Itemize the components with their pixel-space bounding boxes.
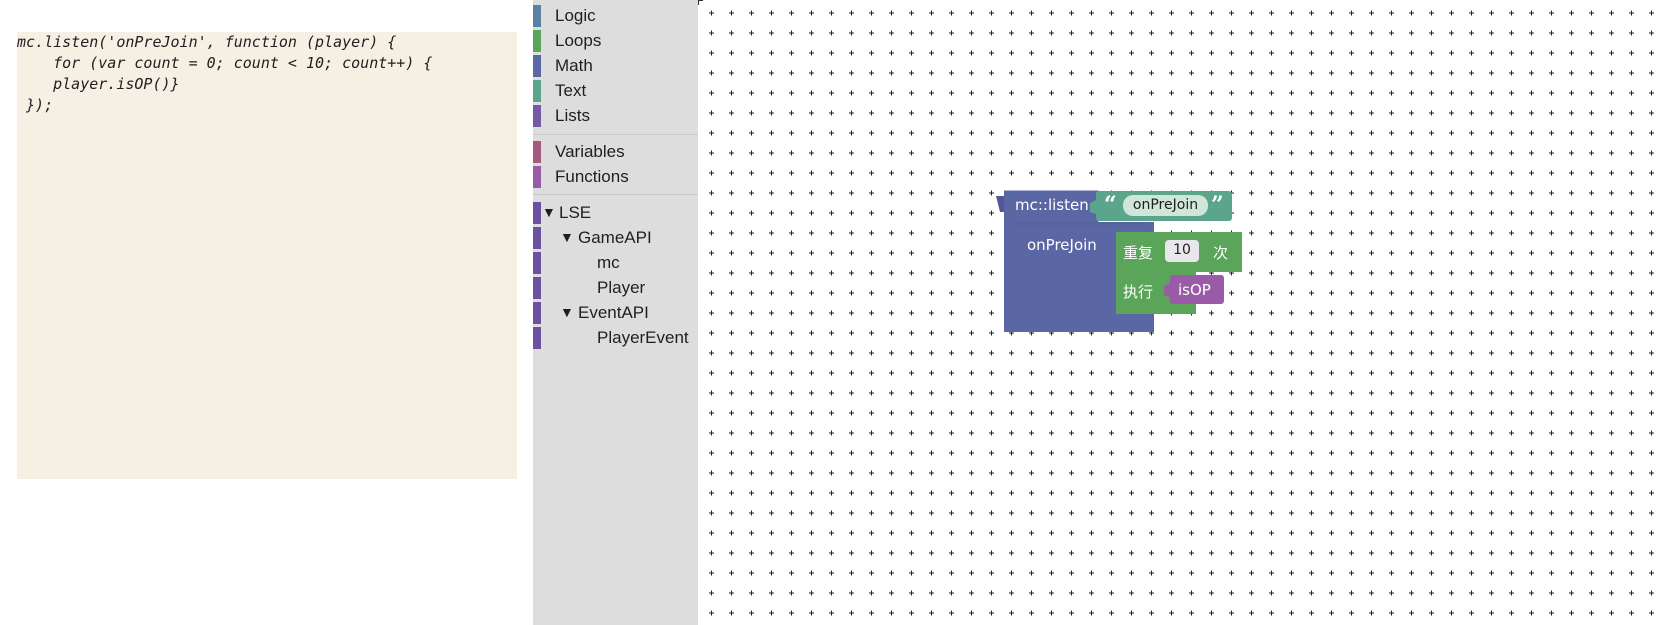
category-color-swatch xyxy=(533,277,541,299)
category-color-swatch xyxy=(533,5,541,27)
close-quote-icon: ” xyxy=(1211,192,1224,218)
code-line: mc.listen('onPreJoin', function (player)… xyxy=(17,33,397,51)
category-mc[interactable]: mc xyxy=(533,251,698,275)
category-color-swatch xyxy=(533,80,541,102)
repeat-do-label: 执行 xyxy=(1123,283,1154,301)
category-color-swatch xyxy=(533,327,541,349)
toolbox-separator xyxy=(533,194,698,195)
code-line: for (var count = 0; count < 10; count++)… xyxy=(17,54,433,72)
category-label: Text xyxy=(555,81,587,100)
expand-arrow-icon[interactable]: ▼ xyxy=(560,229,574,245)
listen-param-label: onPreJoin xyxy=(1027,236,1097,254)
category-playerevent[interactable]: PlayerEvent xyxy=(533,326,698,350)
category-label: Lists xyxy=(555,106,590,125)
code-panel: mc.listen('onPreJoin', function (player)… xyxy=(17,32,517,479)
code-line: player.isOP()} xyxy=(17,75,180,93)
expand-arrow-icon[interactable]: ▼ xyxy=(560,304,574,320)
category-lists[interactable]: Lists xyxy=(533,104,698,128)
category-eventapi[interactable]: ▼ EventAPI xyxy=(533,301,698,325)
category-player[interactable]: Player xyxy=(533,276,698,300)
category-label: mc xyxy=(597,253,620,272)
category-label: PlayerEvent xyxy=(597,328,689,347)
category-color-swatch xyxy=(533,166,541,188)
code-lines: mc.listen('onPreJoin', function (player)… xyxy=(17,32,517,116)
category-variables[interactable]: Variables xyxy=(533,140,698,164)
block-shapes xyxy=(996,190,1242,332)
category-color-swatch xyxy=(533,252,541,274)
category-gameapi[interactable]: ▼ GameAPI xyxy=(533,226,698,250)
blockly-toolbox: Logic Loops Math Text Lists Variables Fu… xyxy=(533,0,698,625)
category-label: LSE xyxy=(559,203,592,222)
category-label: Functions xyxy=(555,167,629,186)
open-quote-icon: “ xyxy=(1104,192,1117,218)
isop-block-label[interactable]: isOP xyxy=(1178,281,1211,299)
category-logic[interactable]: Logic xyxy=(533,4,698,28)
category-color-swatch xyxy=(533,227,541,249)
category-color-swatch xyxy=(533,55,541,77)
category-text[interactable]: Text xyxy=(533,79,698,103)
event-name-field[interactable]: onPreJoin xyxy=(1123,195,1208,216)
category-color-swatch xyxy=(533,202,541,224)
category-label: Logic xyxy=(555,6,596,25)
category-loops[interactable]: Loops xyxy=(533,29,698,53)
code-line: }); xyxy=(17,96,54,114)
category-label: GameAPI xyxy=(578,228,652,247)
toolbox-separator xyxy=(533,134,698,135)
category-label: EventAPI xyxy=(578,303,649,322)
category-color-swatch xyxy=(533,30,541,52)
category-color-swatch xyxy=(533,302,541,324)
category-lse[interactable]: ▼ LSE xyxy=(533,201,698,225)
category-color-swatch xyxy=(533,105,541,127)
repeat-times-field[interactable]: 10 xyxy=(1165,240,1199,262)
category-label: Loops xyxy=(555,31,602,50)
repeat-times-suffix: 次 xyxy=(1213,244,1229,262)
listen-block-label[interactable]: mc::listen xyxy=(1015,196,1089,214)
repeat-block-label[interactable]: 重复 xyxy=(1123,244,1154,262)
category-math[interactable]: Math xyxy=(533,54,698,78)
category-label: Variables xyxy=(555,142,625,161)
category-color-swatch xyxy=(533,141,541,163)
category-label: Player xyxy=(597,278,646,297)
category-label: Math xyxy=(555,56,593,75)
expand-arrow-icon[interactable]: ▼ xyxy=(542,204,556,220)
blockly-workspace[interactable]: mc::listen “ onPreJoin ” onPreJoin 重复 10… xyxy=(698,0,1659,625)
category-functions[interactable]: Functions xyxy=(533,165,698,189)
